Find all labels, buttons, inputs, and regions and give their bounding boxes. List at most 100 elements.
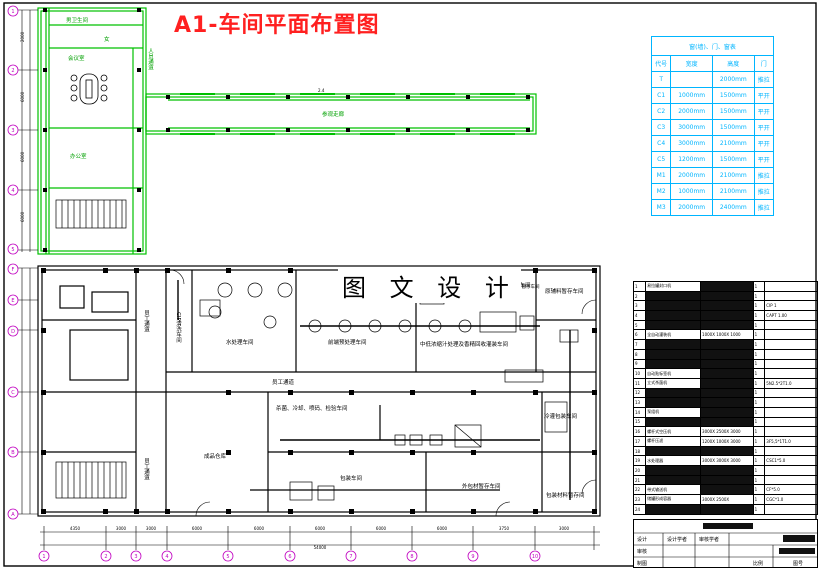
equipment-cell: 1000X 1000X 1000 xyxy=(700,329,754,341)
equipment-cell: 1 xyxy=(752,348,766,360)
equipment-cell: 8 xyxy=(632,348,647,360)
equipment-cell: 1 xyxy=(752,406,766,418)
equipment-cell: 1 xyxy=(752,319,766,331)
axis-row-2: 2 xyxy=(11,68,14,74)
door-table-cell: 推拉 xyxy=(753,183,775,200)
equipment-cell: 9 xyxy=(632,358,647,370)
door-table-cell: T xyxy=(650,71,672,88)
equipment-cell xyxy=(764,416,818,428)
equipment-cell: 1 xyxy=(752,329,766,341)
equipment-cell xyxy=(645,339,702,350)
equipment-cell: 1 xyxy=(752,290,766,302)
tb-check: 审核 xyxy=(637,548,647,555)
dim-7: 6000 xyxy=(376,526,387,531)
equipment-cell: 1 xyxy=(752,416,766,428)
equipment-cell xyxy=(700,290,754,302)
axis-col-7: 7 xyxy=(349,554,352,560)
equipment-cell xyxy=(764,358,818,370)
axis-col-9: 9 xyxy=(471,554,474,560)
axis-row-4: 4 xyxy=(11,188,14,194)
equipment-cell xyxy=(764,426,818,437)
axis-row-3: 3 xyxy=(11,128,14,134)
equipment-cell xyxy=(645,474,702,486)
equipment-cell: 1 xyxy=(752,310,766,321)
door-table-header: 高度 xyxy=(711,55,755,72)
equipment-cell: 22 xyxy=(632,484,647,496)
equipment-cell: 14 xyxy=(632,406,647,418)
equipment-cell xyxy=(700,416,754,428)
equipment-cell xyxy=(700,358,754,370)
equipment-cell xyxy=(645,387,702,399)
equipment-cell xyxy=(645,503,702,515)
equipment-cell: 2 xyxy=(632,290,647,302)
label-corridor-dim: 2.4 xyxy=(318,88,325,93)
equipment-cell: 全自动灌装机 xyxy=(645,329,702,341)
door-table-cell: 推拉 xyxy=(753,199,775,216)
equipment-cell: 1 xyxy=(752,465,766,476)
door-table-cell xyxy=(670,71,713,88)
door-table-cell: 1500mm xyxy=(711,119,755,136)
equipment-cell xyxy=(764,406,818,418)
equipment-cell xyxy=(764,445,818,457)
label-water: 水处理车间 xyxy=(226,338,254,346)
equipment-cell xyxy=(764,290,818,302)
equipment-cell xyxy=(764,474,818,486)
dim-2: 3000 xyxy=(116,526,127,531)
equipment-cell: 3000X 2500X 3000 xyxy=(700,426,754,437)
equipment-cell: 17 xyxy=(632,436,647,447)
upper-stairs xyxy=(55,199,127,229)
door-table-caption: 窗(墙)、门、窗表 xyxy=(651,36,774,56)
equipment-cell xyxy=(764,368,818,379)
door-table-cell: 1000mm xyxy=(670,183,713,200)
label-meeting: 会议室 xyxy=(68,54,85,62)
label-staff1: 员工通道 xyxy=(143,310,150,334)
equipment-cell xyxy=(700,397,754,408)
dim-4: 6000 xyxy=(192,526,203,531)
equipment-cell: 15 xyxy=(632,416,647,428)
axis-lower-C: C xyxy=(11,390,15,396)
axis-col-2: 2 xyxy=(104,554,107,560)
axis-col-8: 8 xyxy=(410,554,413,560)
equipment-cell xyxy=(700,406,754,418)
equipment-cell: CF*5.0 xyxy=(764,484,818,496)
equipment-cell: 6 xyxy=(632,329,647,341)
label-corridor-v: 人员通道 xyxy=(147,48,154,72)
label-cip: CIP清洗车间 xyxy=(175,312,182,344)
door-table-cell: 2000mm xyxy=(711,71,755,88)
dim-8: 6000 xyxy=(437,526,448,531)
equipment-cell xyxy=(645,319,702,331)
equipment-cell: 10 xyxy=(632,368,647,379)
dim-v4: 6000 xyxy=(20,211,25,222)
equipment-cell: 1 xyxy=(752,503,766,515)
equipment-cell: CGC*1.0 xyxy=(764,494,818,505)
dim-1: 4350 xyxy=(70,526,81,531)
equipment-cell xyxy=(645,416,702,428)
door-table-cell: 3000mm xyxy=(670,119,713,136)
equipment-cell: 1 xyxy=(752,387,766,399)
equipment-cell xyxy=(645,397,702,408)
equipment-cell: 螺杆式空压机 xyxy=(645,426,702,437)
equipment-cell: 1 xyxy=(752,445,766,457)
equipment-cell: 1 xyxy=(752,300,766,312)
process-equipment xyxy=(177,280,579,501)
equipment-cell: 易拉罐封口机 xyxy=(645,281,702,292)
equipment-cell: 1200X 1000X 3000 xyxy=(700,436,754,447)
door-table-cell: 推拉 xyxy=(753,71,775,88)
equipment-cell: 1 xyxy=(752,397,766,408)
label-cold-pack: 冷灌包装车间 xyxy=(544,412,577,420)
equipment-cell: 13 xyxy=(632,397,647,408)
equipment-cell xyxy=(700,281,754,292)
equipment-cell: 1 xyxy=(752,484,766,496)
upper-columns xyxy=(43,8,530,252)
door-table-cell: 平开 xyxy=(753,87,775,104)
